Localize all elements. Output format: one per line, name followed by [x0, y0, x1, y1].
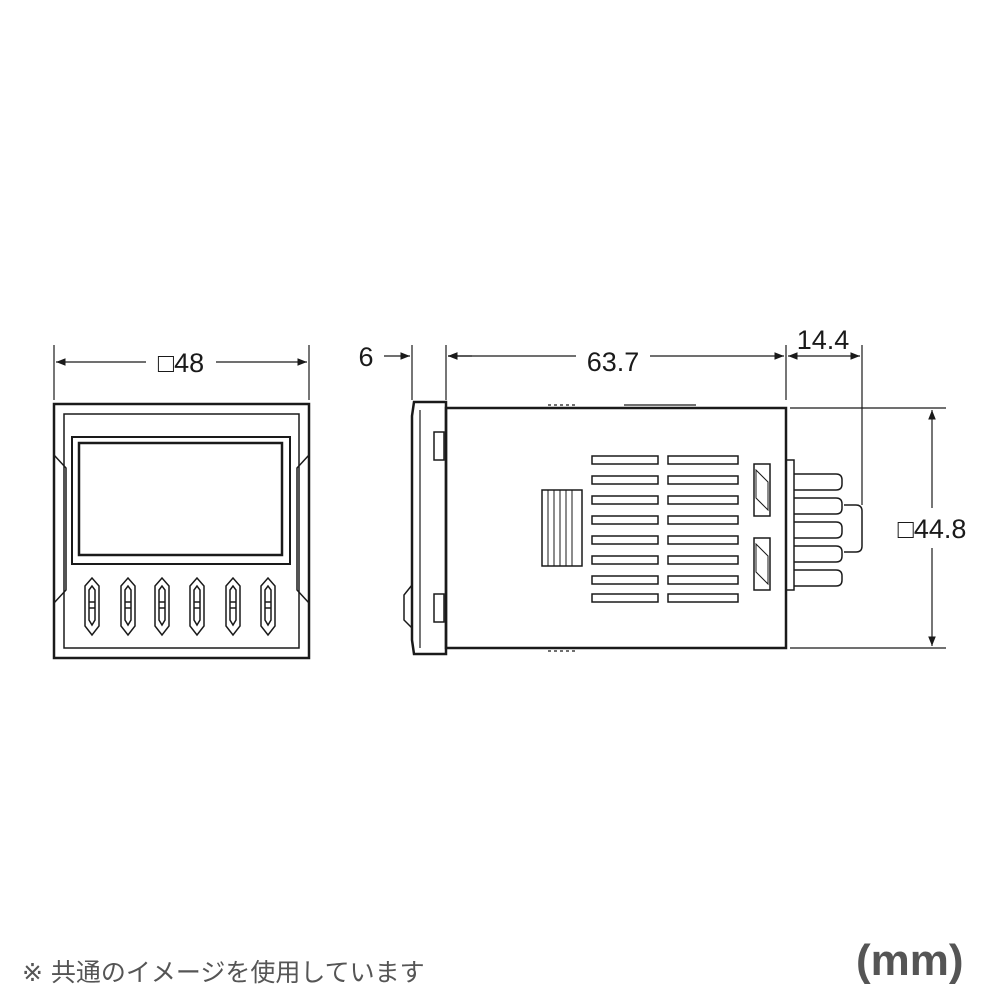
terminal-pins	[785, 459, 863, 591]
terminal-length-label: 14.4	[797, 325, 850, 355]
body-length-label: 63.7	[587, 347, 640, 377]
front-view	[52, 345, 311, 660]
side-bezel	[410, 400, 448, 656]
height-label: □44.8	[898, 514, 967, 544]
front-key-buttons	[84, 576, 276, 637]
panel-thickness-label: 6	[358, 342, 373, 372]
unit-label: (mm)	[856, 936, 964, 985]
side-view	[384, 345, 946, 656]
footnote: ※ 共通のイメージを使用しています	[22, 958, 425, 987]
vent-slots	[591, 455, 739, 603]
front-bezel	[52, 402, 311, 660]
front-width-label: □48	[158, 348, 204, 378]
side-body	[444, 406, 788, 650]
lcd-display	[71, 436, 291, 565]
